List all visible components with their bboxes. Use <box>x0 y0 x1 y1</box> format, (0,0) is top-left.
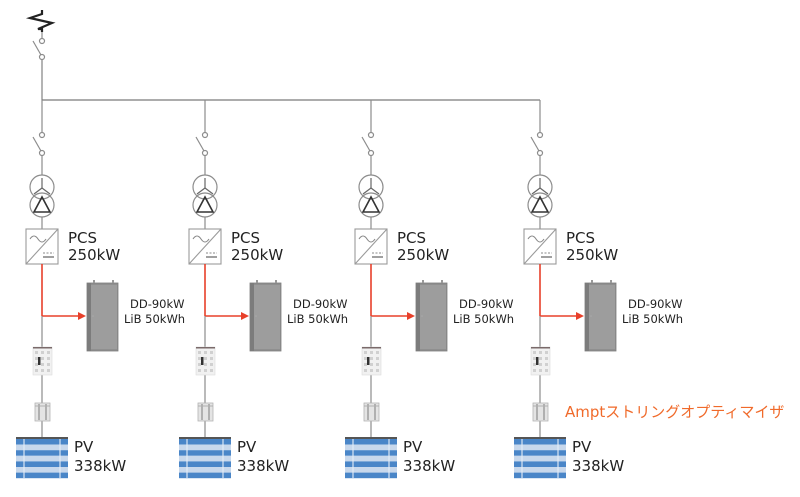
solar-panel-icon <box>16 437 68 479</box>
pcs-name-label: PCS <box>397 229 427 247</box>
pv-rating-label: 338kW <box>237 457 290 475</box>
pcs-rating-label: 250kW <box>231 246 284 264</box>
battery-cabinet-icon <box>584 280 617 352</box>
pv-rating-label: 338kW <box>403 457 456 475</box>
optimizer-callout-label: Amptストリングオプティマイザ <box>565 403 785 421</box>
pv-name-label: PV <box>572 438 592 456</box>
pcs-name-label: PCS <box>68 229 98 247</box>
wye-delta-transformer-icon <box>527 174 553 218</box>
string-optimizer-icon <box>197 402 214 422</box>
battery-model-label: DD-90kW <box>130 297 185 311</box>
battery-cabinet-icon <box>86 280 119 352</box>
battery-model-label: DD-90kW <box>293 297 348 311</box>
battery-model-label: DD-90kW <box>628 297 683 311</box>
string-optimizer-icon <box>34 402 51 422</box>
battery-capacity-label: LiB 50kWh <box>124 312 186 326</box>
arrow-icon <box>241 312 249 320</box>
pcs-rating-label: 250kW <box>397 246 450 264</box>
pcs-name-label: PCS <box>231 229 261 247</box>
solar-panel-icon <box>514 437 566 479</box>
disconnect-switch-icon <box>32 131 46 157</box>
battery-capacity-label: LiB 50kWh <box>287 312 349 326</box>
inverter-icon <box>523 228 557 265</box>
branch-3 <box>345 100 448 479</box>
disconnect-switch-icon <box>195 131 209 157</box>
pcs-name-label: PCS <box>566 229 596 247</box>
combiner-box-icon <box>195 346 216 376</box>
arrow-icon <box>407 312 415 320</box>
lightning-bolt-icon <box>25 10 56 32</box>
string-optimizer-icon <box>532 402 549 422</box>
arrow-icon <box>78 312 86 320</box>
battery-cabinet-icon <box>415 280 448 352</box>
pv-name-label: PV <box>403 438 423 456</box>
combiner-box-icon <box>361 346 382 376</box>
arrow-icon <box>576 312 584 320</box>
combiner-box-icon <box>530 346 551 376</box>
wye-delta-transformer-icon <box>358 174 384 218</box>
disconnect-switch-icon <box>361 131 375 157</box>
pcs-rating-label: 250kW <box>68 246 121 264</box>
pv-name-label: PV <box>74 438 94 456</box>
branch-4 <box>514 100 617 479</box>
string-optimizer-icon <box>363 402 380 422</box>
solar-panel-icon <box>179 437 231 479</box>
main-disconnect-switch-icon <box>32 32 46 61</box>
disconnect-switch-icon <box>530 131 544 157</box>
battery-cabinet-icon <box>249 280 282 352</box>
pv-rating-label: 338kW <box>74 457 127 475</box>
branch-1 <box>16 100 119 479</box>
battery-model-label: DD-90kW <box>459 297 514 311</box>
battery-capacity-label: LiB 50kWh <box>622 312 684 326</box>
pv-name-label: PV <box>237 438 257 456</box>
wye-delta-transformer-icon <box>192 174 218 218</box>
combiner-box-icon <box>32 346 53 376</box>
pcs-rating-label: 250kW <box>566 246 619 264</box>
inverter-icon <box>25 228 59 265</box>
battery-capacity-label: LiB 50kWh <box>453 312 515 326</box>
inverter-icon <box>188 228 222 265</box>
branch-2 <box>179 100 282 479</box>
wye-delta-transformer-icon <box>29 174 55 218</box>
solar-panel-icon <box>345 437 397 479</box>
pv-rating-label: 338kW <box>572 457 625 475</box>
inverter-icon <box>354 228 388 265</box>
